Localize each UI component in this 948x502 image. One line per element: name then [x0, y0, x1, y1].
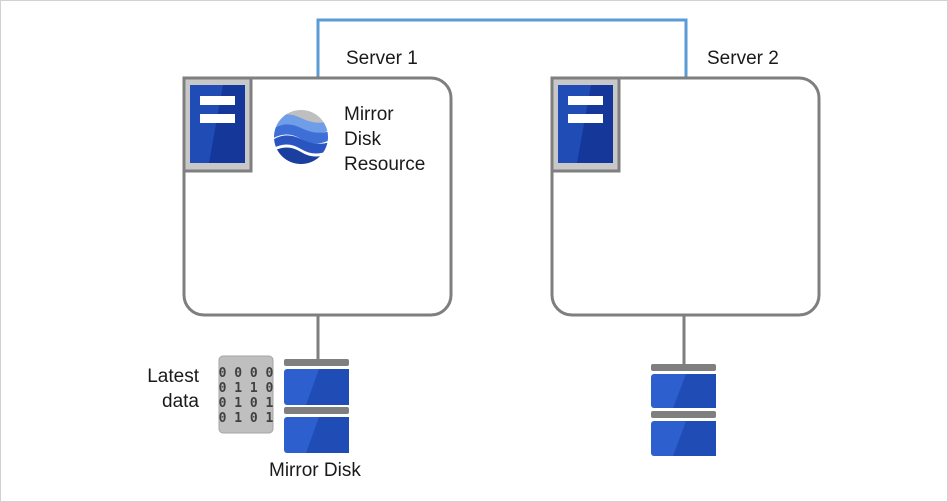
mirror-disk-label: Mirror Disk [269, 460, 361, 481]
server-1-label: Server 1 [346, 48, 418, 69]
server-2-label: Server 2 [707, 48, 779, 69]
binary-row-4: 0 1 0 1 [219, 411, 274, 426]
resource-label-line-2: Disk [344, 129, 381, 150]
latest-data-icon: 0 0 0 0 0 1 1 0 0 1 0 1 0 1 0 1 [218, 355, 274, 434]
binary-row-1: 0 0 0 0 [219, 366, 274, 381]
mirror-disk-1-icon [284, 359, 349, 453]
server-2-icon [550, 76, 621, 173]
mirror-disk-2-icon [651, 364, 716, 456]
resource-label-line-3: Resource [344, 154, 426, 175]
binary-row-2: 0 1 1 0 [219, 381, 274, 396]
server-1-icon [182, 76, 253, 173]
binary-row-3: 0 1 0 1 [219, 396, 274, 411]
resource-label-line-1: Mirror [344, 104, 394, 125]
interconnect-line [316, 18, 688, 78]
latest-data-label-line-2: data [162, 391, 199, 412]
latest-data-label-line-1: Latest [147, 366, 199, 387]
